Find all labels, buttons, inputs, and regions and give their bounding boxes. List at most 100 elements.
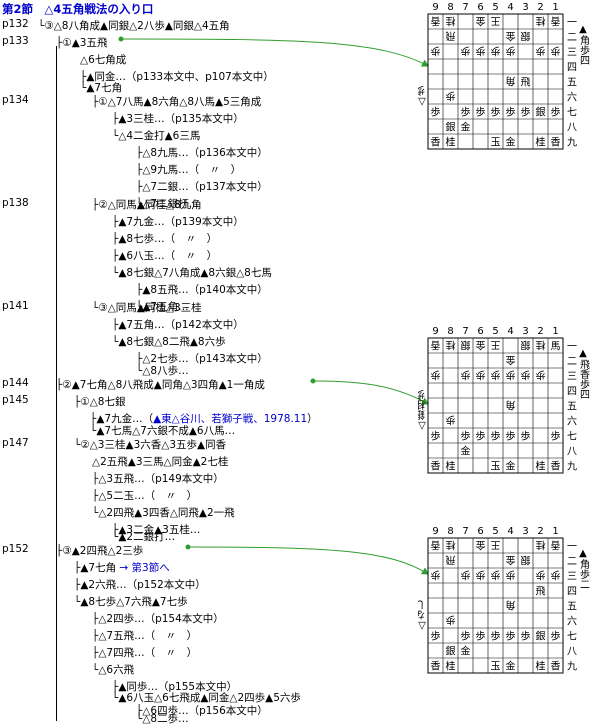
sente-hand: △銀桂歩 <box>418 389 428 431</box>
piece: 歩 <box>446 614 456 627</box>
piece: 角 <box>506 599 516 611</box>
rank-label: 二 <box>567 557 577 568</box>
move-line: ├①▲3五飛 <box>56 37 108 49</box>
piece: 金 <box>506 30 516 43</box>
piece: 歩 <box>431 106 441 119</box>
move-line: ├①△8七銀 <box>74 396 126 408</box>
file-label: 5 <box>492 526 498 537</box>
piece: 歩 <box>536 569 546 582</box>
piece: 銀 <box>446 645 456 658</box>
piece: 角 <box>506 399 516 411</box>
rank-label: 四 <box>567 387 577 398</box>
file-label: 7 <box>462 326 468 337</box>
piece: 歩 <box>476 630 486 643</box>
piece: 歩 <box>461 430 471 443</box>
move-line: └△6六飛 <box>92 664 135 676</box>
move-text: ├▲7七角 <box>74 562 117 574</box>
piece: 金 <box>476 15 486 28</box>
piece: 歩 <box>536 45 546 58</box>
move-line: └△2四飛▲3四香△同飛▲2一飛 <box>92 507 235 519</box>
file-label: 1 <box>552 2 558 13</box>
piece: 歩 <box>551 106 561 119</box>
piece: 飛 <box>446 30 456 42</box>
file-label: 3 <box>522 2 528 13</box>
rank-label: 三 <box>567 572 577 583</box>
page-label: p147 <box>2 437 29 449</box>
piece: 玉 <box>491 462 501 473</box>
page-label: p132 <box>2 18 29 30</box>
move-line: ├▲3二金▲3五桂… <box>112 524 201 536</box>
move-line: ├▲同歩…（p155本文中） <box>112 681 238 693</box>
move-line: ├▲6八玉…（ 〃 ） <box>112 250 218 262</box>
move-line: └▲6八玉△6七飛成▲同金△2四歩▲5六歩 <box>112 692 301 704</box>
piece: 歩 <box>506 45 516 58</box>
board-grid <box>427 13 564 150</box>
file-label: 1 <box>552 526 558 537</box>
link-section-3[interactable]: → 第3節へ <box>119 562 170 574</box>
piece: 桂 <box>446 460 456 473</box>
file-label: 6 <box>477 326 483 337</box>
piece: 桂 <box>536 136 546 149</box>
rank-label: 二 <box>567 357 577 368</box>
piece: 歩 <box>431 45 441 58</box>
piece: 歩 <box>476 569 486 582</box>
move-line: ├②▲7七角△8八飛成▲同角△3四角▲1一角成 <box>56 379 265 391</box>
move-line: ├△5二玉…（ 〃 ） <box>92 490 198 502</box>
piece: 香 <box>431 461 441 473</box>
rank-label: 五 <box>567 402 577 413</box>
rank-label: 六 <box>567 92 577 104</box>
rank-label: 八 <box>567 123 577 134</box>
arrow-origin-dot <box>185 544 191 550</box>
page-label: p138 <box>2 197 29 209</box>
file-label: 3 <box>522 526 528 537</box>
move-line: △6七角成 <box>80 54 127 66</box>
file-label: 5 <box>492 326 498 337</box>
rank-label: 三 <box>567 48 577 59</box>
piece: 銀 <box>521 339 531 352</box>
piece: 桂 <box>536 339 546 352</box>
gote-hand: ▲角歩四 <box>578 24 590 65</box>
piece: 歩 <box>521 106 531 119</box>
move-line: └▲7七馬△7六銀不成▲6八馬… <box>90 425 236 437</box>
piece: 玉 <box>491 138 501 149</box>
piece: 香 <box>431 339 441 351</box>
move-line: ├①△7八馬▲8六角△8八馬▲5三角成 <box>92 96 262 108</box>
piece: 玉 <box>491 662 501 673</box>
piece: 金 <box>476 539 486 552</box>
page-label: p141 <box>2 300 29 312</box>
piece: 香 <box>551 539 561 551</box>
move-line: ├③▲2四飛△2三歩 <box>56 545 144 557</box>
move-line: ├▲7五角…（p142本文中） <box>112 319 244 331</box>
page-label: p134 <box>2 94 29 106</box>
move-line: └③△8八角成▲同銀△2八歩▲同銀△4五角 <box>38 20 230 32</box>
piece: 香 <box>431 539 441 551</box>
piece: 香 <box>551 15 561 27</box>
move-text: ├▲7九金…（ <box>90 413 154 425</box>
move-line: ├△9九馬…（ 〃 ） <box>136 164 242 176</box>
piece: 歩 <box>491 630 501 643</box>
file-label: 5 <box>492 2 498 13</box>
move-line: └②△3三桂▲3六香△3五歩▲同香 <box>74 439 227 451</box>
piece: 飛 <box>446 554 456 566</box>
piece: 歩 <box>431 369 441 382</box>
piece: 桂 <box>446 15 456 28</box>
piece: 銀 <box>446 121 456 134</box>
piece: 歩 <box>491 45 501 58</box>
move-line: └△7二銀打… <box>136 198 200 210</box>
piece: 歩 <box>476 430 486 443</box>
piece: 金 <box>506 460 516 473</box>
rank-label: 四 <box>567 63 577 74</box>
sente-hand: △なし <box>418 600 428 631</box>
piece: 王 <box>491 339 501 350</box>
game-reference: ▲東△谷川、若獅子戦、1978.11 <box>153 413 308 425</box>
page-label: p144 <box>2 377 29 389</box>
file-label: 9 <box>432 326 438 337</box>
file-label: 1 <box>552 326 558 337</box>
file-label: 4 <box>507 526 513 537</box>
piece: 歩 <box>521 369 531 382</box>
piece: 歩 <box>506 569 516 582</box>
page-label: p145 <box>2 394 29 406</box>
piece: 歩 <box>491 569 501 582</box>
piece: 歩 <box>551 630 561 643</box>
